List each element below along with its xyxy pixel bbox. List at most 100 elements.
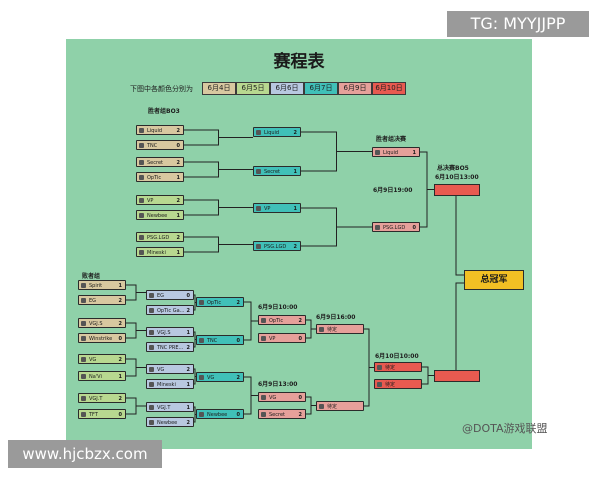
team-name: Newbee [147,213,168,219]
team-name: TNC [207,338,218,344]
legend-chip: 6月5日 [236,82,270,95]
team-score: 0 [236,338,240,344]
team-score: 0 [298,395,302,401]
team-logo-icon [81,321,86,326]
bracket-connector [184,199,253,216]
team-slot: TNC 0 [196,335,244,345]
team-logo-icon [81,412,86,417]
team-score: 1 [293,169,297,175]
team-score: 2 [186,420,190,426]
stage-losers: 败者组 [82,273,101,280]
bracket-connector [306,319,316,339]
team-logo-icon [149,345,154,350]
team-logo-icon [149,293,154,298]
team-logo-icon [261,336,266,341]
team-logo-icon [149,367,154,372]
team-logo-icon [199,300,204,305]
team-score: 2 [186,308,190,314]
team-name: VP [269,336,276,342]
team-score: 0 [298,336,302,342]
bracket-connector [301,207,372,247]
team-slot: PSG.LGD 2 [253,241,301,251]
team-name: Newbee [207,412,228,418]
team-name: OpTic [207,300,222,306]
team-slot: OpTic Ga...2 [146,305,194,315]
team-score: 2 [118,357,122,363]
team-name: VG [89,357,97,363]
team-name: Secret [147,160,163,166]
stage-winners-final: 胜者组决赛 [376,136,407,143]
grand-final-slot [434,184,480,196]
team-logo-icon [81,336,86,341]
team-logo-icon [81,283,86,288]
bracket-connector [126,322,146,339]
team-slot: 待定 [316,324,364,334]
team-logo-icon [149,330,154,335]
stage-winners-bo3: 胜者组BO3 [148,108,180,115]
team-score: 0 [118,412,122,418]
weibo-watermark: @DOTA游戏联盟 [462,422,548,435]
legend-chip: 6月9日 [338,82,372,95]
team-score: 2 [176,198,180,204]
team-score: 0 [186,293,190,299]
team-score: 1 [186,330,190,336]
team-name: OpTic [269,318,284,324]
stage-grand-final: 总决赛BO5 [437,165,469,172]
team-name: Mineski [157,382,176,388]
team-score: 2 [186,345,190,351]
bracket-connector [364,328,374,407]
team-name: VGJ.S [157,330,171,336]
team-logo-icon [149,382,154,387]
legend-label: 下图中各颜色分别为 [130,85,193,93]
team-score: 0 [412,225,416,231]
lb-champion-slot [434,370,480,382]
team-score: 0 [176,143,180,149]
team-name: VGJ.S [89,321,103,327]
team-score: 1 [412,150,416,156]
bracket-connector [422,366,434,385]
team-logo-icon [319,327,324,332]
team-name: Liquid [264,130,280,136]
legend-chip: 6月4日 [202,82,236,95]
team-name: PSG.LGD [147,235,170,241]
tg-watermark: TG: MYYJJPP [447,11,589,37]
team-name: 待定 [327,404,338,410]
team-name: VGJ.T [89,396,103,402]
team-slot: TNC 0 [136,140,184,150]
team-logo-icon [149,420,154,425]
bracket-lines [126,129,464,423]
team-score: 2 [298,318,302,324]
grand-final-time: 6月10日13:00 [435,174,479,181]
website-watermark: www.hjcbzx.com [8,440,162,468]
bracket-connector [455,194,464,370]
bracket-connector [244,376,258,415]
team-name: Mineski [147,250,166,256]
team-name: Spirit [89,283,103,289]
team-name: TNC [147,143,158,149]
bracket-connector [194,368,196,385]
lb-time-2: 6月9日16:00 [316,314,356,321]
team-score: 2 [293,244,297,250]
lb-final-time: 6月10日10:00 [375,353,419,360]
lb-time-1: 6月9日10:00 [258,304,298,311]
team-logo-icon [199,338,204,343]
team-logo-icon [256,206,261,211]
team-logo-icon [81,396,86,401]
bracket-connector [301,131,372,172]
team-name: OpTic Ga... [157,308,185,314]
team-slot: 待定 [374,379,422,389]
team-name: PSG.LGD [264,244,287,250]
team-logo-icon [261,395,266,400]
team-name: VG [157,367,165,373]
